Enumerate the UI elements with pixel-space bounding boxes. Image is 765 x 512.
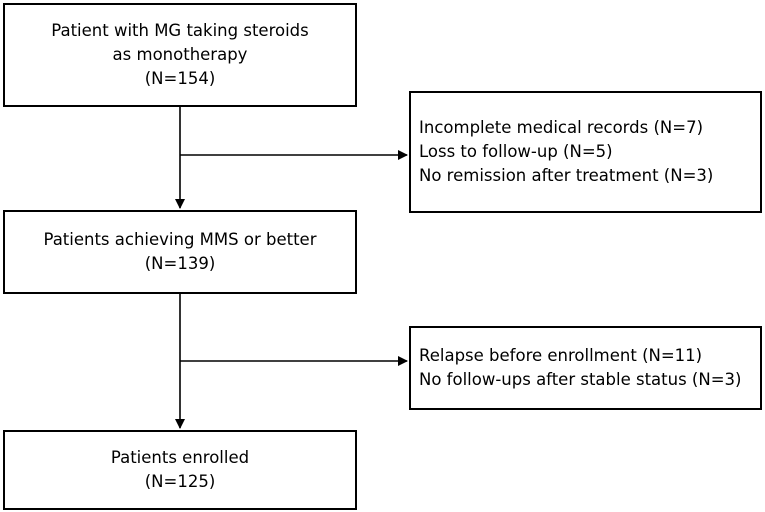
- exclusion-first-item: Incomplete medical records (N=7): [419, 118, 704, 137]
- start-node: Patient with MG taking steroids as monot…: [3, 3, 357, 107]
- exclusion-box-first: Incomplete medical records (N=7) Loss to…: [409, 91, 762, 213]
- exclusion-second-item: No follow-ups after stable status (N=3): [419, 370, 742, 389]
- exclusion-second-item: Relapse before enrollment (N=11): [419, 346, 703, 365]
- start-node-line-2: as monotherapy: [112, 45, 248, 64]
- mms-node-label: Patients achieving MMS or better: [43, 230, 317, 249]
- mms-node-count: (N=139): [144, 254, 216, 273]
- enrolled-node: Patients enrolled (N=125): [3, 430, 357, 510]
- start-node-count: (N=154): [144, 69, 216, 88]
- exclusion-first-item: Loss to follow-up (N=5): [419, 142, 613, 161]
- start-node-line-1: Patient with MG taking steroids: [51, 21, 309, 40]
- mms-node: Patients achieving MMS or better (N=139): [3, 210, 357, 294]
- exclusion-box-second: Relapse before enrollment (N=11) No foll…: [409, 326, 762, 410]
- enrolled-node-label: Patients enrolled: [110, 448, 250, 467]
- enrolled-node-count: (N=125): [144, 472, 216, 491]
- exclusion-first-item: No remission after treatment (N=3): [419, 166, 714, 185]
